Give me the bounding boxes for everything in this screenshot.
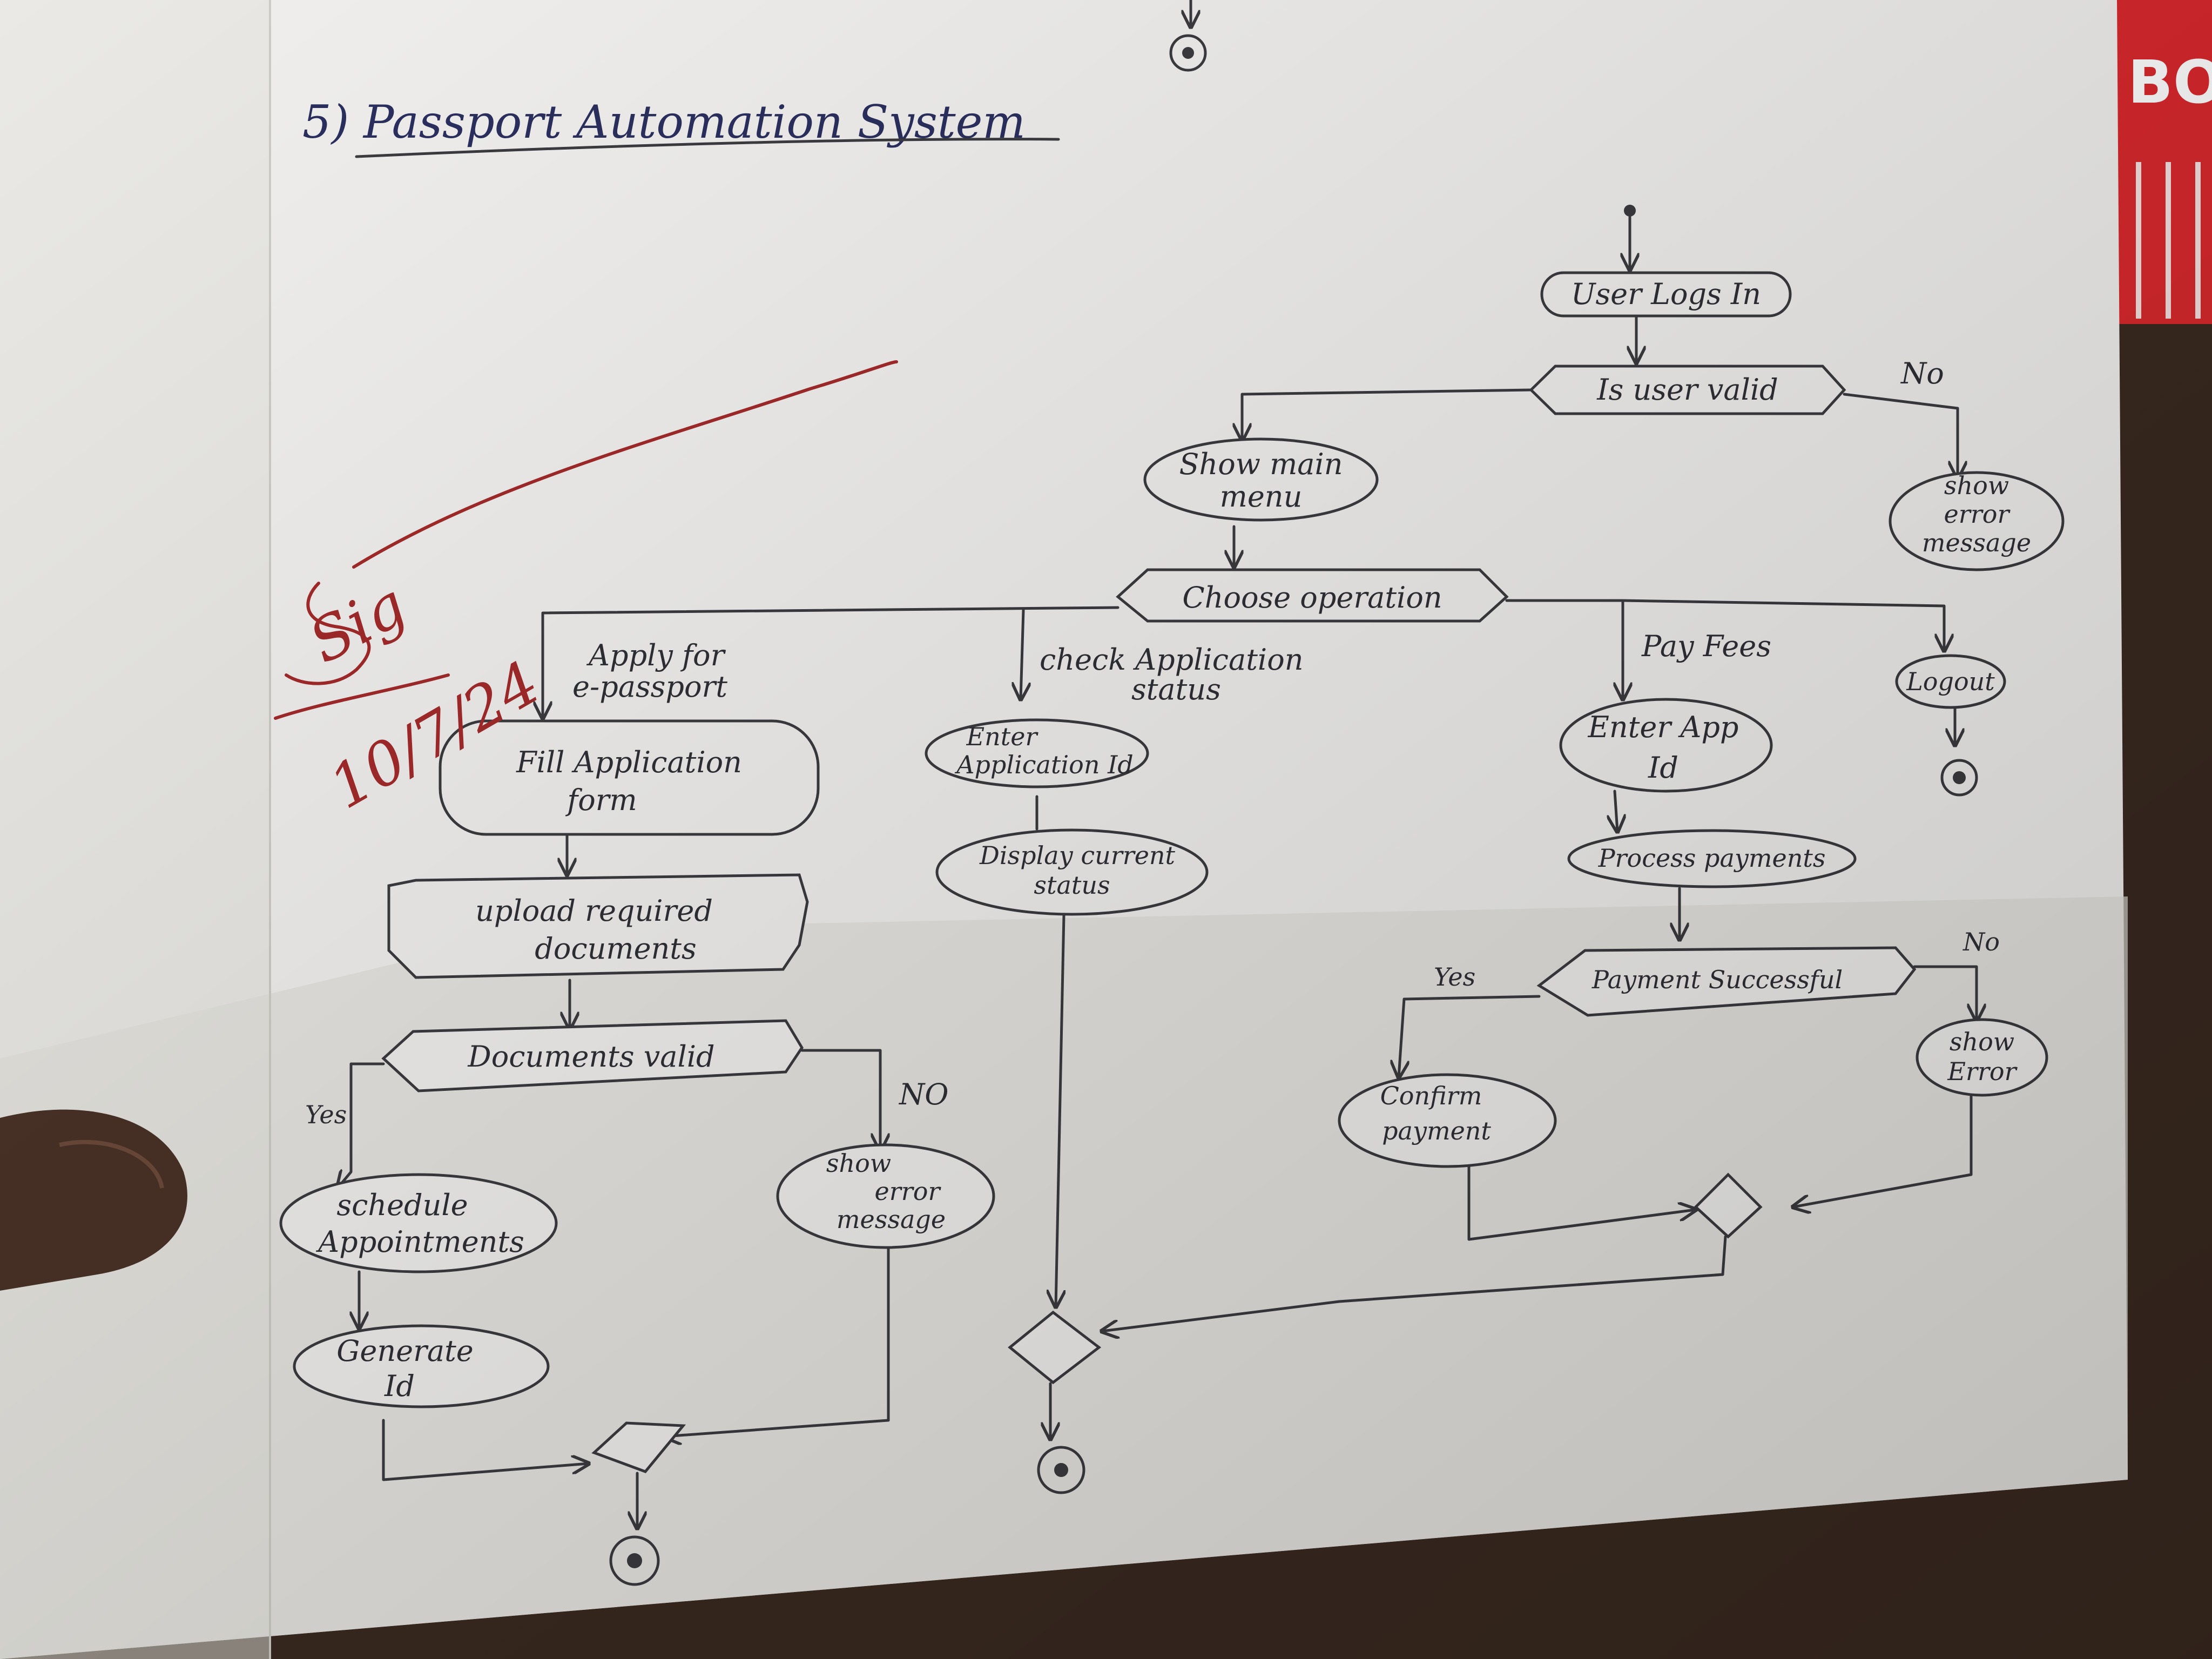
svg-text:Payment Successful: Payment Successful bbox=[1591, 965, 1843, 994]
node-show-error-message-docs: show error message bbox=[776, 1143, 995, 1249]
svg-text:Apply for: Apply for bbox=[586, 638, 726, 672]
svg-text:upload required: upload required bbox=[475, 894, 713, 928]
node-enter-application-id: Enter Application Id bbox=[925, 718, 1149, 788]
node-show-error-message-top: show error message bbox=[1889, 471, 2065, 571]
node-schedule-appointments: schedule Appointments bbox=[279, 1173, 558, 1273]
svg-text:e-passport: e-passport bbox=[572, 670, 727, 704]
svg-text:Id: Id bbox=[384, 1369, 415, 1403]
svg-text:Fill Application: Fill Application bbox=[516, 745, 742, 779]
svg-text:Documents valid: Documents valid bbox=[467, 1040, 714, 1074]
svg-text:message: message bbox=[837, 1205, 946, 1234]
edge-label-no-docs: NO bbox=[898, 1077, 949, 1111]
edge-label-pay-fees: Pay Fees bbox=[1641, 629, 1771, 663]
svg-text:Appointments: Appointments bbox=[315, 1225, 524, 1259]
svg-text:Logout: Logout bbox=[1906, 667, 1995, 696]
svg-text:Process payments: Process payments bbox=[1598, 844, 1826, 873]
svg-text:schedule: schedule bbox=[336, 1188, 468, 1222]
svg-text:Show main: Show main bbox=[1179, 447, 1343, 481]
node-process-payments: Process payments bbox=[1567, 829, 1857, 888]
svg-text:status: status bbox=[1131, 672, 1221, 706]
node-upload-required-documents: upload required documents bbox=[387, 873, 809, 979]
svg-text:Choose operation: Choose operation bbox=[1182, 581, 1442, 615]
svg-text:message: message bbox=[1922, 528, 2031, 557]
node-show-main-menu: Show main menu bbox=[1143, 437, 1379, 522]
svg-text:Id: Id bbox=[1648, 751, 1678, 785]
decision-is-user-valid: Is user valid bbox=[1529, 365, 1846, 415]
node-logout: Logout bbox=[1895, 654, 2006, 709]
svg-text:error: error bbox=[1944, 500, 2011, 529]
svg-text:show: show bbox=[826, 1149, 891, 1178]
svg-text:payment: payment bbox=[1382, 1116, 1491, 1145]
svg-text:Error: Error bbox=[1947, 1057, 2018, 1086]
svg-text:User Logs In: User Logs In bbox=[1571, 277, 1761, 311]
node-confirm-payment: Confirm payment bbox=[1338, 1073, 1557, 1168]
svg-text:Generate: Generate bbox=[336, 1334, 474, 1368]
svg-text:Application Id: Application Id bbox=[954, 750, 1133, 779]
svg-text:status: status bbox=[1034, 871, 1110, 900]
svg-text:Display current: Display current bbox=[979, 841, 1176, 870]
shadow-region bbox=[0, 896, 2128, 1659]
svg-text:form: form bbox=[565, 783, 637, 817]
svg-text:check Application: check Application bbox=[1040, 643, 1303, 677]
edge-label-yes-docs: Yes bbox=[305, 1100, 347, 1129]
svg-text:error: error bbox=[875, 1177, 942, 1206]
node-show-error-pay: show Error bbox=[1916, 1018, 2048, 1097]
svg-text:menu: menu bbox=[1220, 480, 1303, 514]
edge-label-no-payment: No bbox=[1963, 927, 2000, 956]
svg-text:show: show bbox=[1950, 1027, 2014, 1056]
node-display-current-status: Display current status bbox=[935, 828, 1209, 916]
svg-text:Is user valid: Is user valid bbox=[1596, 373, 1778, 407]
svg-text:Confirm: Confirm bbox=[1380, 1081, 1482, 1110]
svg-text:show: show bbox=[1944, 471, 2009, 500]
svg-text:Enter App: Enter App bbox=[1588, 710, 1739, 744]
book-cover-text: BO bbox=[2128, 48, 2212, 117]
start-node bbox=[1624, 205, 1636, 217]
edge-label-no-top: No bbox=[1900, 356, 1944, 390]
node-generate-id: Generate Id bbox=[293, 1324, 550, 1408]
decision-choose-operation: Choose operation bbox=[1116, 568, 1509, 623]
svg-text:documents: documents bbox=[535, 932, 696, 966]
edge-label-apply-for-passport: Apply for e-passport bbox=[572, 638, 727, 704]
edge-label-yes-payment: Yes bbox=[1434, 962, 1475, 992]
left-page-edge bbox=[0, 0, 270, 1659]
node-user-logs-in: User Logs In bbox=[1540, 271, 1792, 318]
svg-text:Enter: Enter bbox=[966, 722, 1039, 751]
node-enter-app-id: Enter App Id bbox=[1559, 698, 1773, 793]
